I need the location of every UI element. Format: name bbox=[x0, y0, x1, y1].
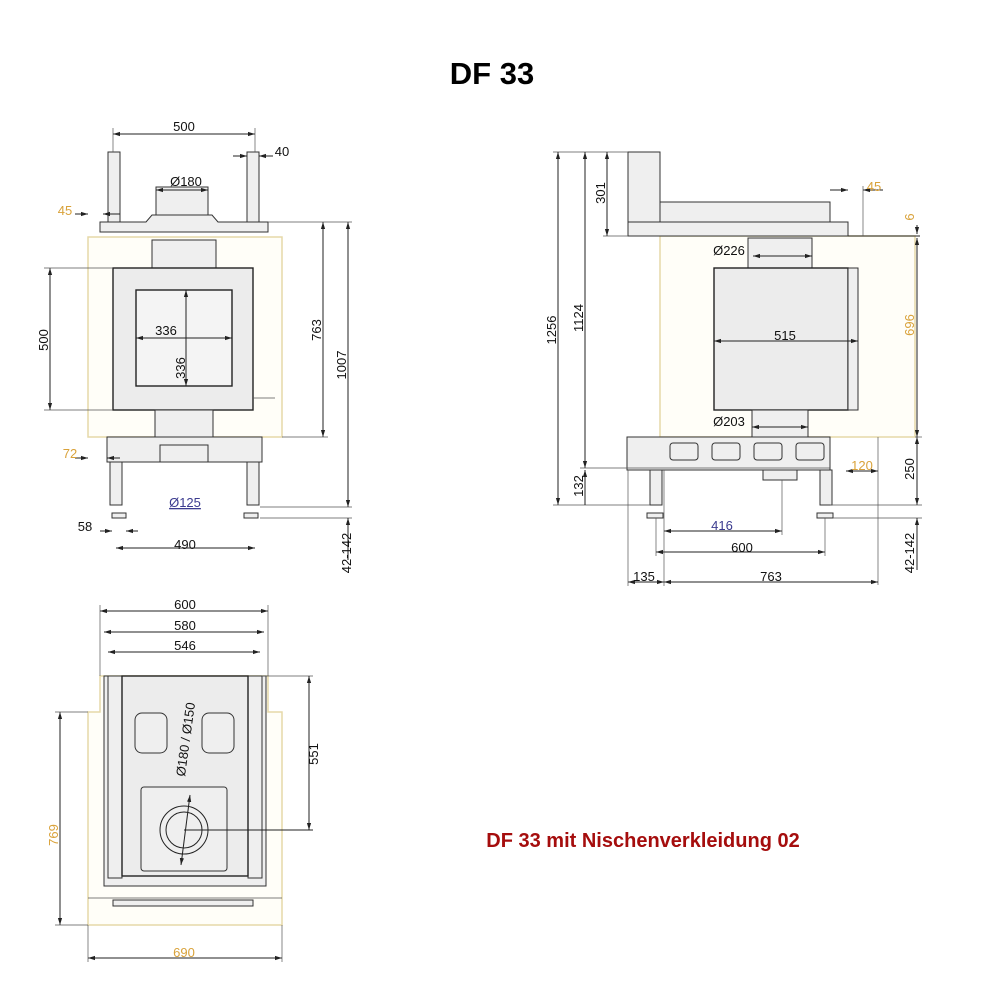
dim-leg-spacing-490: 490 bbox=[174, 537, 196, 552]
dim-offset-45-side: 45 bbox=[867, 179, 881, 194]
dim-width-600: 600 bbox=[731, 540, 753, 555]
top-slab bbox=[627, 221, 849, 237]
left-foot bbox=[111, 512, 127, 519]
dim-height-1124: 1124 bbox=[571, 304, 586, 332]
foot-side bbox=[816, 512, 834, 519]
dim-depth-769: 769 bbox=[46, 824, 61, 846]
top-bracket bbox=[659, 201, 831, 223]
dim-width-600-top: 600 bbox=[174, 597, 196, 612]
flue-plate bbox=[140, 786, 228, 872]
leg-side bbox=[649, 469, 663, 506]
dim-body-height-500: 500 bbox=[36, 329, 51, 351]
flue-collar-bottom-side bbox=[751, 409, 809, 438]
dim-width-135: 135 bbox=[633, 569, 655, 584]
convection-hood bbox=[151, 239, 217, 269]
dim-height-1256: 1256 bbox=[544, 316, 559, 345]
dim-height-250: 250 bbox=[902, 458, 917, 480]
base-vent bbox=[711, 442, 741, 461]
dim-width-120: 120 bbox=[851, 458, 873, 473]
dim-offset-6: 6 bbox=[902, 213, 917, 220]
front-view: 500 40 Ø180 45 336 336 500 763 1007 72 Ø… bbox=[36, 119, 354, 573]
dim-depth-551: 551 bbox=[306, 743, 321, 765]
dim-flue-bottom-125: Ø125 bbox=[169, 495, 201, 510]
dim-height-132: 132 bbox=[571, 475, 586, 497]
dim-window-height: 336 bbox=[173, 357, 188, 379]
dim-width-546: 546 bbox=[174, 638, 196, 653]
drawing-title: DF 33 bbox=[450, 56, 534, 91]
convection-opening bbox=[201, 712, 235, 754]
air-inlet bbox=[762, 469, 798, 481]
dim-width-580: 580 bbox=[174, 618, 196, 633]
door-frame-side bbox=[847, 267, 859, 411]
rear-bracket bbox=[627, 151, 661, 223]
ash-box bbox=[154, 409, 214, 438]
dim-width-416: 416 bbox=[711, 518, 733, 533]
dim-post-40: 40 bbox=[275, 144, 289, 159]
dim-window-width: 336 bbox=[155, 323, 177, 338]
dim-flue-top-180: Ø180 bbox=[170, 174, 202, 189]
leg-side bbox=[819, 469, 833, 506]
base-vent bbox=[795, 442, 825, 461]
dim-height-763: 763 bbox=[309, 319, 324, 341]
drawing-caption: DF 33 mit Nischenverkleidung 02 bbox=[486, 830, 799, 852]
dim-height-1007: 1007 bbox=[334, 351, 349, 380]
dim-adjust-42-142-side: 42-142 bbox=[902, 533, 917, 573]
side-view: 1256 1124 301 45 6 Ø226 515 696 Ø203 120… bbox=[544, 151, 922, 586]
dim-front-width-500: 500 bbox=[173, 119, 195, 134]
side-rail-right bbox=[247, 675, 263, 879]
dim-offset-45: 45 bbox=[58, 203, 72, 218]
base-vent bbox=[669, 442, 699, 461]
flue-connector-bottom bbox=[159, 444, 209, 463]
flue-collar-top-side bbox=[747, 237, 813, 269]
front-edge bbox=[112, 899, 254, 907]
right-leg bbox=[246, 461, 260, 506]
dim-flue-203: Ø203 bbox=[713, 414, 745, 429]
foot-side bbox=[646, 512, 664, 519]
dim-flue-226: Ø226 bbox=[713, 243, 745, 258]
dim-base-offset-72: 72 bbox=[63, 446, 77, 461]
dim-width-690: 690 bbox=[173, 945, 195, 960]
side-rail-left bbox=[107, 675, 123, 879]
dim-width-763: 763 bbox=[760, 569, 782, 584]
dim-adjust-42-142: 42-142 bbox=[339, 533, 354, 573]
right-foot bbox=[243, 512, 259, 519]
base-vent bbox=[753, 442, 783, 461]
top-plate bbox=[99, 214, 269, 233]
dim-depth-515: 515 bbox=[774, 328, 796, 343]
top-view: 600 580 546 Ø180 / Ø150 551 769 690 bbox=[46, 597, 321, 962]
left-leg bbox=[109, 461, 123, 506]
dim-foot-58: 58 bbox=[78, 519, 92, 534]
dim-height-696: 696 bbox=[902, 314, 917, 336]
right-post bbox=[246, 151, 260, 226]
dim-height-301: 301 bbox=[593, 182, 608, 204]
convection-opening bbox=[134, 712, 168, 754]
